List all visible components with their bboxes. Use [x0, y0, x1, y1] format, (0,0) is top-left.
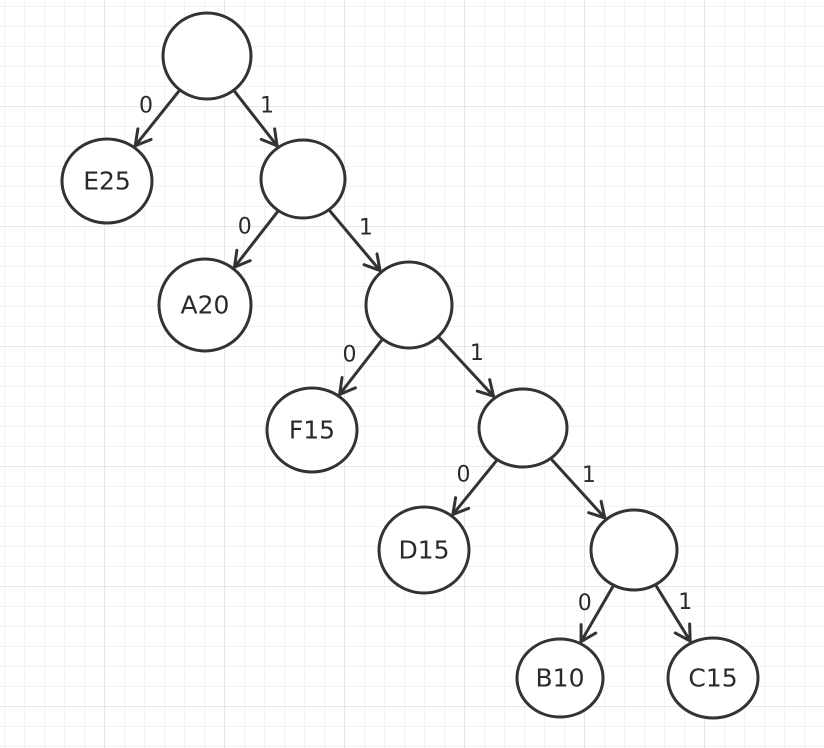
arrowhead-icon: [259, 127, 279, 148]
node-label: E25: [83, 167, 131, 196]
edge-line: [438, 336, 496, 398]
arrowhead-icon: [579, 623, 598, 644]
edge-root-e25: 0: [133, 89, 181, 148]
node-b10: B10: [515, 637, 605, 719]
node-circle: [60, 137, 154, 225]
edge-label: 1: [470, 341, 484, 366]
edge-line: [451, 459, 498, 516]
arrowhead-icon: [232, 248, 252, 269]
edge-label: 1: [678, 590, 692, 615]
node-n2: [364, 260, 454, 350]
arrowhead-icon: [362, 252, 382, 273]
edge-label: 1: [260, 94, 274, 119]
node-label: F15: [289, 416, 335, 445]
edge-n2-n3: 1: [438, 336, 496, 398]
edge-label: 0: [456, 463, 470, 488]
arrowhead-icon: [338, 375, 357, 396]
edge-line: [328, 209, 382, 273]
node-label: C15: [688, 664, 737, 693]
node-circle: [477, 387, 569, 469]
edge-n4-b10: 0: [578, 585, 615, 644]
edge-n3-d15: 0: [451, 459, 498, 516]
edge-n2-f15: 0: [338, 339, 383, 396]
node-n4: [589, 508, 679, 592]
edge-n1-n2: 1: [328, 209, 382, 273]
node-circle: [666, 636, 760, 720]
edge-root-n1: 1: [233, 90, 279, 148]
node-e25: E25: [60, 137, 154, 225]
node-circle: [377, 505, 471, 595]
edge-label: 1: [582, 463, 596, 488]
edge-n3-n4: 1: [550, 458, 607, 520]
node-f15: F15: [265, 386, 359, 474]
node-circle: [265, 386, 359, 474]
edge-label: 0: [139, 93, 153, 118]
edge-line: [550, 458, 607, 520]
edge-line: [133, 89, 181, 148]
edge-label: 0: [578, 591, 592, 616]
edge-label: 1: [359, 215, 373, 240]
node-d15: D15: [377, 505, 471, 595]
node-label: A20: [181, 291, 230, 320]
node-label: B10: [536, 664, 585, 693]
edge-n4-c15: 1: [655, 584, 692, 643]
arrowhead-icon: [587, 499, 607, 520]
node-n1: [259, 138, 347, 220]
edge-n1-a20: 0: [232, 210, 279, 269]
edge-line: [655, 584, 692, 643]
node-circle: [161, 11, 253, 101]
node-c15: C15: [666, 636, 760, 720]
edges-layer: 0 1 0 1 0 1 0 1 0 1: [133, 89, 692, 644]
edge-line: [233, 90, 279, 148]
arrowhead-icon: [451, 496, 471, 516]
node-root: [161, 11, 253, 101]
edge-line: [338, 339, 383, 396]
node-circle: [364, 260, 454, 350]
node-a20: A20: [157, 257, 253, 353]
node-n3: [477, 387, 569, 469]
node-circle: [515, 637, 605, 719]
node-circle: [589, 508, 679, 592]
edge-label: 0: [238, 215, 252, 240]
edge-line: [579, 585, 615, 644]
node-circle: [157, 257, 253, 353]
edge-line: [232, 210, 279, 269]
arrowhead-icon: [673, 622, 692, 643]
node-label: D15: [398, 536, 449, 565]
edge-label: 0: [342, 342, 356, 367]
arrowhead-icon: [475, 378, 496, 398]
node-circle: [259, 138, 347, 220]
arrowhead-icon: [133, 127, 153, 148]
